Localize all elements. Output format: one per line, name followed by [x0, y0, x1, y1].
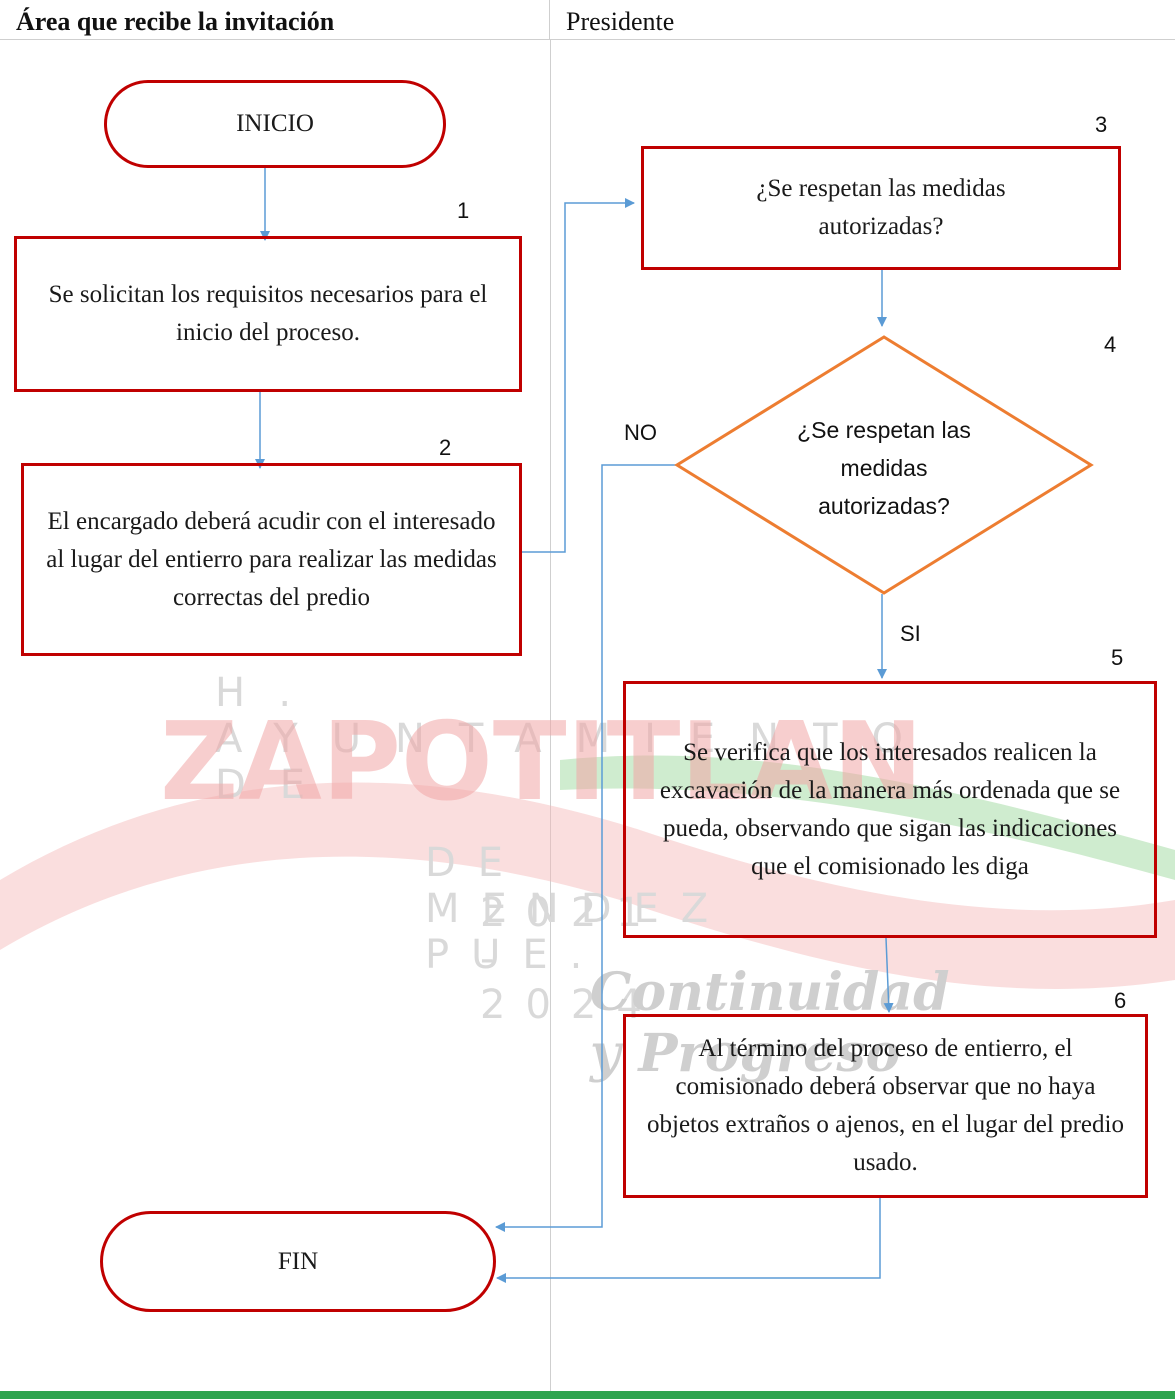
edge-2-3: [522, 198, 635, 553]
end-label: FIN: [277, 1247, 319, 1275]
step3-text: ¿Se respetan las medidas autorizadas?: [756, 175, 1006, 240]
step6-box: Al término del proceso de entierro, el c…: [623, 1014, 1148, 1198]
footer-bar: [0, 1391, 1175, 1399]
edge-4-no-end: [495, 464, 678, 1232]
lane-header-area: Área que recibe la invitación: [0, 0, 550, 40]
edge-6-end: [496, 1198, 881, 1283]
start-node: INICIO: [104, 80, 446, 168]
step6-number: 6: [1114, 988, 1127, 1013]
step2-box: El encargado deberá acudir con el intere…: [21, 463, 522, 656]
step1-text: Se solicitan los requisitos necesarios p…: [48, 281, 488, 346]
step4-number: 4: [1104, 332, 1117, 357]
step4-text: ¿Se respetan las medidas autorizadas?: [797, 417, 971, 519]
lane-divider: [550, 40, 551, 1399]
start-label: INICIO: [236, 110, 314, 137]
label-si: SI: [900, 621, 921, 646]
edge-5-6: [883, 937, 894, 1013]
decision-diamond: [674, 335, 1094, 595]
step1-box: Se solicitan los requisitos necesarios p…: [14, 236, 522, 392]
step6-text: Al término del proceso de entierro, el c…: [647, 1035, 1124, 1176]
step5-box: Se verifica que los interesados realicen…: [623, 681, 1157, 938]
step2-number: 2: [439, 435, 452, 460]
step5-text: Se verifica que los interesados realicen…: [659, 738, 1121, 880]
step5-number: 5: [1111, 645, 1124, 670]
step2-text: El encargado deberá acudir con el intere…: [46, 507, 497, 611]
label-no: NO: [624, 420, 657, 445]
lane-header-presidente: Presidente: [550, 0, 1175, 40]
step3-number: 3: [1095, 112, 1108, 137]
step1-number: 1: [457, 198, 470, 223]
step3-box: ¿Se respetan las medidas autorizadas?: [641, 146, 1121, 270]
end-node: FIN: [100, 1211, 496, 1312]
